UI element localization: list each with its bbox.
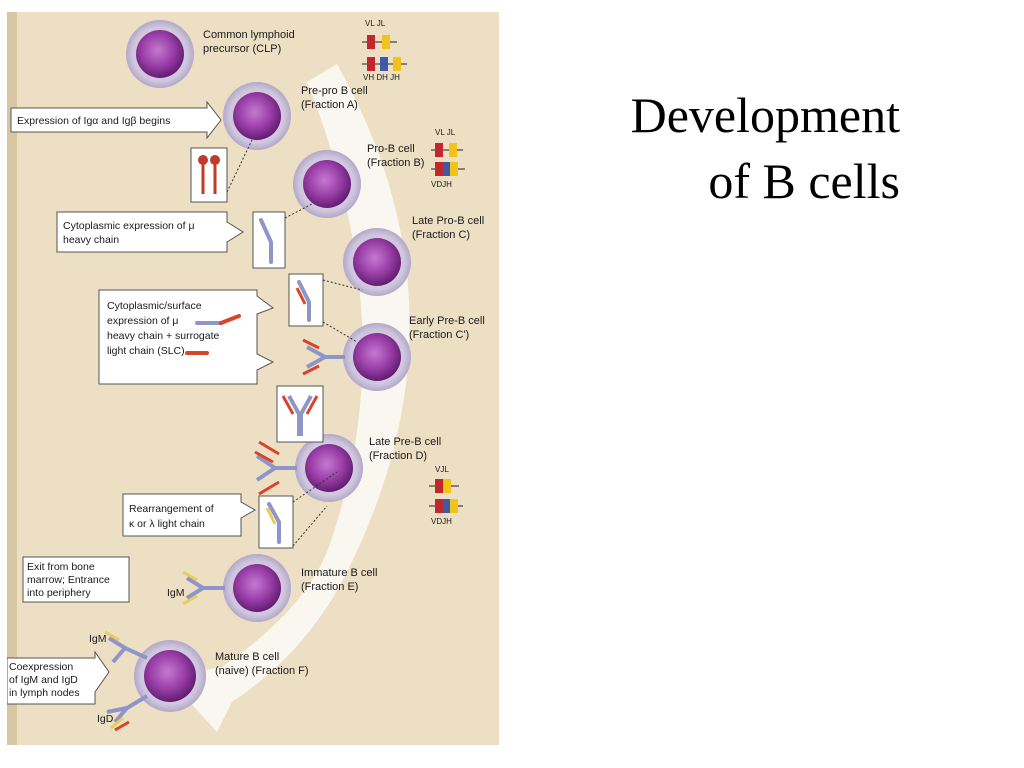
- cell-sublabel-clp: precursor (CLP): [203, 43, 281, 55]
- label-igm-immature: IgM: [167, 587, 185, 599]
- slide-title: Development of B cells: [520, 82, 900, 214]
- cell-pre-pro-b: [223, 82, 291, 150]
- svg-text:marrow; Entrance: marrow; Entrance: [27, 574, 110, 586]
- inset-pre-bcr-y: [276, 385, 324, 443]
- callout-mu-heavy-chain: Cytoplasmic expression of μ heavy chain: [56, 211, 244, 253]
- cell-mature-b: [134, 640, 206, 712]
- svg-text:VDJH: VDJH: [431, 517, 452, 526]
- label-igm-mature: IgM: [89, 633, 107, 645]
- cell-sublabel-mature-b: (naive) (Fraction F): [215, 665, 309, 677]
- cell-label-mature-b: Mature B cell: [215, 651, 279, 663]
- inset-light-chain: [258, 471, 338, 549]
- svg-text:VDJH: VDJH: [431, 180, 452, 189]
- svg-text:expression of μ: expression of μ: [107, 315, 178, 327]
- gene-segments-dj-rearranged: VL JL VDJH: [431, 128, 465, 189]
- svg-text:κ or λ light chain: κ or λ light chain: [129, 518, 205, 530]
- callout-iga-igb: Expression of Igα and Igβ begins: [10, 100, 222, 140]
- cell-label-pro-b: Pro-B cell: [367, 143, 415, 155]
- svg-text:VL JL: VL JL: [365, 19, 386, 28]
- cell-sublabel-late-pre-b: (Fraction D): [369, 450, 427, 462]
- svg-text:Coexpression: Coexpression: [9, 661, 73, 673]
- slide-title-line1: Development: [630, 87, 900, 143]
- cell-sublabel-pre-pro-b: (Fraction A): [301, 99, 358, 111]
- callout-kappa-lambda: Rearrangement of κ or λ light chain: [122, 493, 257, 537]
- cell-pro-b: [293, 150, 361, 218]
- inset-mu-chain: [252, 203, 313, 269]
- svg-text:heavy chain + surrogate: heavy chain + surrogate: [107, 330, 220, 342]
- gene-segments-vdj-rearranged: VJL VDJH: [429, 465, 463, 526]
- cell-sublabel-early-pre-b: (Fraction C'): [409, 329, 469, 341]
- cell-sublabel-pro-b: (Fraction B): [367, 157, 424, 169]
- cell-clp: [126, 20, 194, 88]
- cell-label-late-pre-b: Late Pre-B cell: [369, 436, 441, 448]
- cell-label-immature-b: Immature B cell: [301, 567, 377, 579]
- svg-text:Rearrangement of: Rearrangement of: [129, 503, 214, 515]
- receptor-mature-b-igd: [106, 694, 149, 732]
- inset-iga-igb: [190, 139, 253, 203]
- receptor-immature-b: [182, 570, 225, 606]
- svg-text:VL JL: VL JL: [435, 128, 456, 137]
- svg-text:Exit from bone: Exit from bone: [27, 561, 95, 573]
- svg-text:heavy chain: heavy chain: [63, 234, 119, 246]
- inset-mu-slc: [288, 273, 363, 343]
- cell-label-early-pre-b: Early Pre-B cell: [409, 315, 485, 327]
- progression-arrow: [167, 64, 410, 732]
- cell-sublabel-immature-b: (Fraction E): [301, 581, 358, 593]
- svg-text:of IgM and IgD: of IgM and IgD: [9, 674, 78, 686]
- cell-early-pre-b: [343, 323, 411, 391]
- receptor-late-pre-b: [254, 440, 297, 496]
- cell-label-pre-pro-b: Pre-pro B cell: [301, 85, 368, 97]
- cell-label-late-pro-b: Late Pro-B cell: [412, 215, 484, 227]
- callout-coexpression: Coexpression of IgM and IgD in lymph nod…: [7, 650, 110, 705]
- b-cell-development-figure: Common lymphoid precursor (CLP) Pre-pro …: [7, 12, 499, 745]
- cell-immature-b: [223, 554, 291, 622]
- label-igd-mature: IgD: [97, 713, 114, 725]
- svg-text:VJL: VJL: [435, 465, 449, 474]
- receptor-mature-b-igm: [104, 630, 148, 664]
- slide-title-line2: of B cells: [708, 153, 900, 209]
- svg-text:into periphery: into periphery: [27, 587, 91, 599]
- cell-label-clp: Common lymphoid: [203, 29, 295, 41]
- cell-late-pro-b: [343, 228, 411, 296]
- cell-late-pre-b: [295, 434, 363, 502]
- receptor-early-pre-b: [302, 338, 345, 376]
- cell-sublabel-late-pro-b: (Fraction C): [412, 229, 470, 241]
- svg-text:Expression of Igα and Igβ begi: Expression of Igα and Igβ begins: [17, 115, 170, 127]
- svg-text:in lymph nodes: in lymph nodes: [9, 687, 80, 699]
- page-left-shadow: [7, 12, 17, 745]
- svg-text:VH DH JH: VH DH JH: [363, 73, 400, 82]
- gene-segments-germline: VL JL VH DH JH: [362, 19, 407, 82]
- svg-text:Cytoplasmic expression of μ: Cytoplasmic expression of μ: [63, 220, 195, 232]
- callout-surrogate-light-chain: Cytoplasmic/surface expression of μ heav…: [98, 289, 275, 385]
- svg-text:Cytoplasmic/surface: Cytoplasmic/surface: [107, 300, 202, 312]
- callout-exit-bone-marrow: Exit from bone marrow; Entrance into per…: [22, 556, 130, 603]
- svg-text:light chain (SLC): light chain (SLC): [107, 345, 185, 357]
